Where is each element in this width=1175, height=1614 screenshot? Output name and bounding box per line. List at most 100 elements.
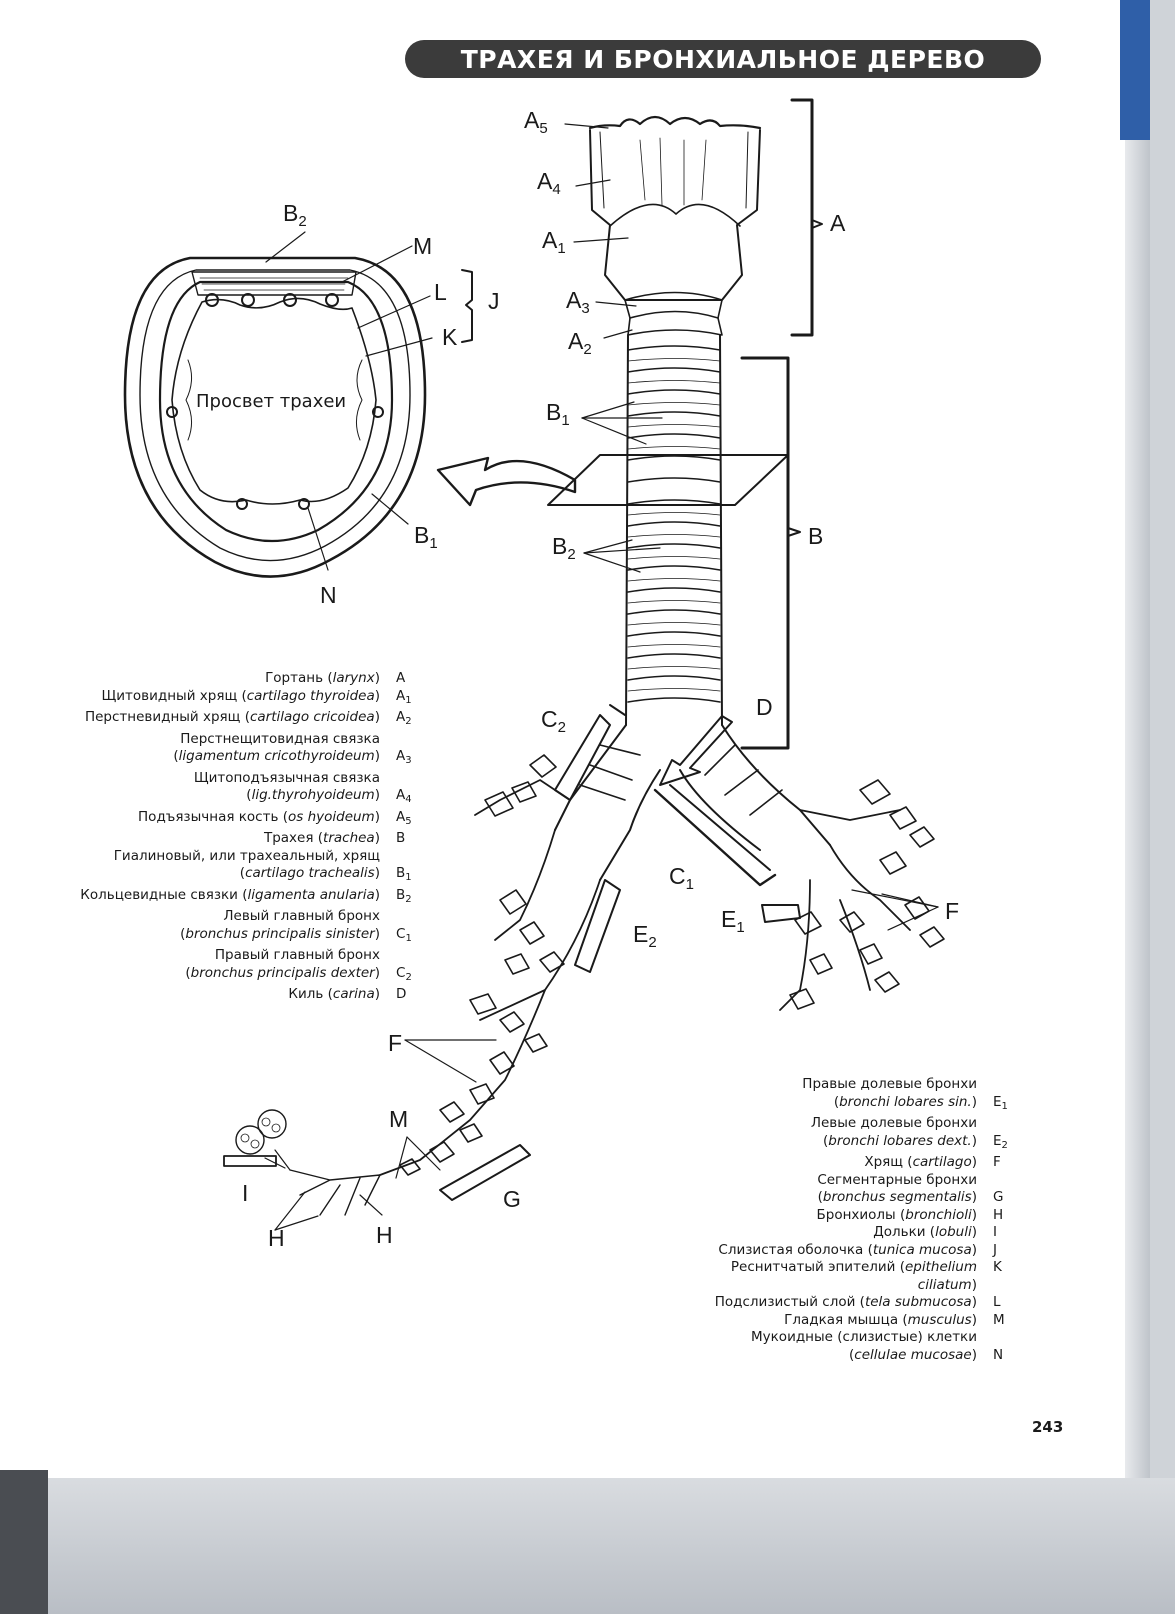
bracket-A [790,98,814,337]
label-d: D [756,694,773,720]
legend-code: E2 [993,1132,1008,1151]
legend-code: C2 [396,964,412,983]
legend-term: Гиалиновый, или трахеальный, хрящ(cartil… [113,847,380,882]
legend-term: Бронхиолы (bronchioli) [816,1206,977,1223]
page-title: ТРАХЕЯ И БРОНХИАЛЬНОЕ ДЕРЕВО [405,40,1041,78]
legend-term: Перстневидный хрящ (cartilago cricoidea) [84,709,380,725]
legend-code: H [993,1206,1004,1223]
legend-row: Бронхиолы (bronchioli) H [700,1207,1019,1225]
legend-row: Слизистая оболочка (tunica mucosa)J [700,1242,1019,1260]
label-h-right: H [376,1222,393,1248]
label-b1-section: B1 [414,522,438,552]
legend-row: Левые долевые бронхи(bronchi lobares dex… [700,1115,1019,1154]
label-c2: C2 [541,706,566,736]
scan-left-margin [0,1470,48,1614]
legend-code: F [993,1154,1001,1170]
legend-code: M [993,1311,1005,1328]
legend-code: B [396,830,406,846]
legend-row: Правый главный бронх(bronchus principali… [20,947,422,986]
legend-code: A [396,670,406,686]
label-f-right: F [945,898,960,924]
legend-code: A4 [396,787,412,805]
atlas-page: ТРАХЕЯ И БРОНХИАЛЬНОЕ ДЕРЕВО [0,0,1150,1478]
label-b: B [808,523,824,549]
label-b1-trachea: B1 [546,399,570,429]
legend-term: Подслизистый слой (tela submucosa) [714,1294,977,1310]
legend-term: Перстнещитовидная связка(ligamentum cric… [173,730,380,765]
label-a1: A1 [542,227,566,257]
legend-term: Мукоидные (слизистые) клетки(cellulae mu… [751,1329,977,1363]
legend-row: Перстневидный хрящ (cartilago cricoidea)… [20,709,422,731]
label-n: N [320,582,337,608]
label-k: K [442,324,458,350]
legend-term: Левый главный бронх(bronchus principalis… [180,908,380,942]
legend-code: J [993,1241,997,1258]
legend-term: Киль (carina) [288,986,380,1002]
legend-row: Хрящ (cartilago) F [700,1154,1019,1172]
page-number: 243 [1032,1418,1064,1436]
legend-row: Щитоподъязычная связка(lig.thyrohyoideum… [20,770,422,809]
legend-term: Гладкая мышца (musculus) [784,1311,977,1328]
label-g: G [503,1186,521,1212]
legend-row: Щитовидный хрящ (cartilago thyroidea) A1 [20,688,422,710]
legend-row: Дольки (lobuli) I [700,1224,1019,1242]
legend-term: Правый главный бронх(bronchus principali… [185,947,380,981]
label-a3: A3 [566,287,590,317]
label-a5: A5 [524,107,548,137]
anatomy-illustration [123,98,945,1231]
legend-row: Гладкая мышца (musculus) M [700,1312,1019,1330]
legend-term: Гортань (larynx) [265,670,380,686]
legend-left: Гортань (larynx) A Щитовидный хрящ (cartil… [20,670,422,1004]
label-a4: A4 [537,168,561,198]
legend-code: A2 [396,709,412,727]
legend-code: A1 [396,687,412,706]
legend-term: Подъязычная кость (os hyoideum) [138,808,380,825]
legend-code: B1 [396,865,412,883]
legend-row: Сегментарные бронхи(bronchus segmentalis… [700,1172,1019,1207]
bracket-J [461,269,473,343]
legend-code: N [993,1346,1004,1363]
legend-row: Трахея (trachea) B [20,830,422,848]
page-edge-right [1125,140,1150,1478]
legend-row: Перстнещитовидная связка(ligamentum cric… [20,731,422,770]
legend-row: Левый главный бронх(bronchus principalis… [20,908,422,947]
larynx [588,115,762,336]
label-h-left: H [268,1225,285,1251]
legend-term: Правые долевые бронхи(bronchi lobares si… [802,1076,977,1110]
legend-row: Мукоидные (слизистые) клетки(cellulae mu… [700,1329,1019,1364]
label-m-section: M [413,233,433,259]
label-l: L [434,279,447,305]
legend-term: Трахея (trachea) [263,830,380,846]
legend-row: Правые долевые бронхи(bronchi lobares si… [700,1076,1019,1115]
legend-code: G [993,1189,1004,1205]
legend-code: B2 [396,886,412,905]
legend-term: Хрящ (cartilago) [864,1154,977,1170]
bracket-B [740,356,790,750]
legend-term: Сегментарные бронхи(bronchus segmentalis… [817,1171,977,1206]
legend-row: Подслизистый слой (tela submucosa) L [700,1294,1019,1312]
legend-row: Гортань (larynx) A [20,670,422,688]
label-e2: E2 [633,921,657,951]
label-i: I [242,1180,249,1206]
legend-row: Подъязычная кость (os hyoideum) A5 [20,809,422,831]
label-a2: A2 [568,328,592,358]
label-f-left: F [388,1030,403,1056]
legend-term: Левые долевые бронхи(bronchi lobares dex… [810,1115,977,1149]
label-j: J [488,288,500,314]
legend-row: Киль (carina)D [20,986,422,1004]
lumen-label: Просвет трахеи [196,391,347,412]
legend-code: I [993,1224,997,1240]
legend-term: Щитоподъязычная связка(lig.thyrohyoideum… [193,769,380,804]
legend-row: Реснитчатый эпителий (epithelium ciliatu… [700,1259,1019,1294]
label-b2-trachea: B2 [552,533,576,563]
legend-term: Щитовидный хрящ (cartilago thyroidea) [101,687,380,704]
legend-code: A5 [396,808,412,827]
legend-code: L [993,1294,1001,1310]
legend-row: Кольцевидные связки (ligamenta anularia)… [20,887,422,909]
legend-row: Гиалиновый, или трахеальный, хрящ(cartil… [20,848,422,887]
legend-term: Кольцевидные связки (ligamenta anularia) [80,886,380,903]
label-c1: C1 [669,863,694,893]
scan-bottom-margin [0,1478,1175,1614]
legend-code: A3 [396,748,412,766]
legend-term: Дольки (lobuli) [873,1224,977,1240]
